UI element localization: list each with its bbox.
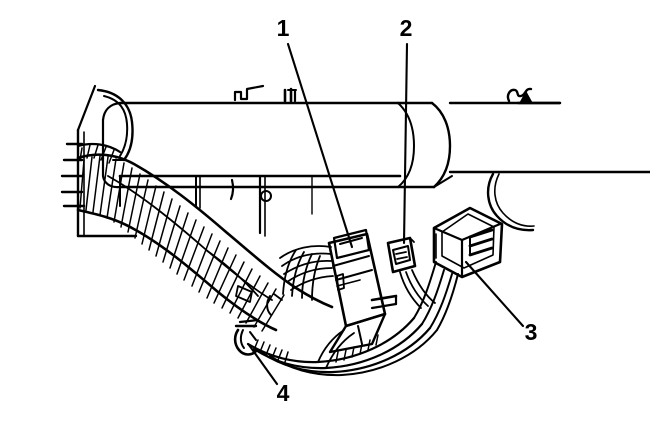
callout-leaders [247,42,525,386]
callout-labels: 1 2 3 4 [277,15,538,406]
leader-line-1 [286,42,354,249]
callout-label-4: 4 [277,380,290,406]
small-inline-connector [386,236,417,274]
right-curved-hose [486,172,535,232]
blower-motor-connector [432,206,504,279]
instrument-panel-brace [118,174,402,237]
callout-label-1: 1 [277,15,290,41]
harness-retaining-clip [233,318,260,356]
duct-top-clip-details [233,84,297,103]
leader-line-4 [247,343,279,386]
wire-bundle [235,245,459,377]
leader-line-2 [402,42,409,245]
hvac-duct [101,101,650,189]
leader-line-3 [464,260,525,328]
taped-harness-trunk [76,142,334,332]
left-end-panel [60,84,138,238]
main-electrical-connector [327,228,398,354]
callout-label-2: 2 [400,15,413,41]
callout-label-3: 3 [525,319,538,345]
right-grommet-detail [506,87,533,104]
